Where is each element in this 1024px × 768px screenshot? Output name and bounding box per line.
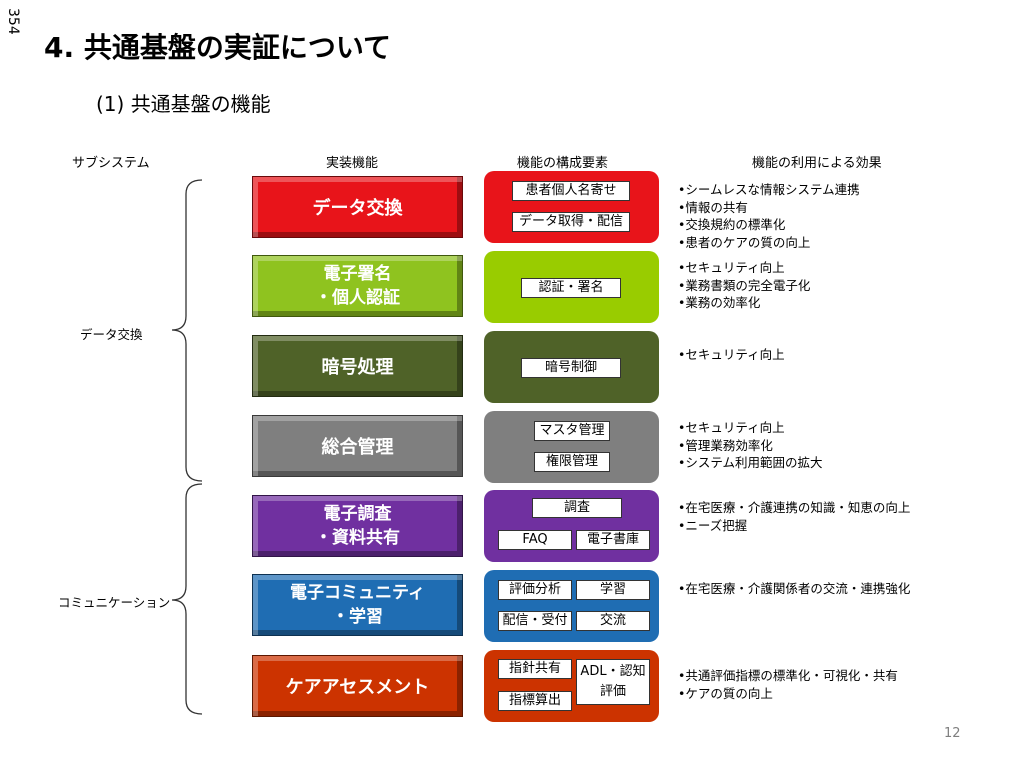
effects-e-survey: 在宅医療・介護連携の知識・知恵の向上 ニーズ把握 xyxy=(678,499,910,534)
feature-general-management: 総合管理 xyxy=(252,415,463,477)
effects-e-signature: セキュリティ向上 業務書類の完全電子化 業務の効率化 xyxy=(678,259,810,312)
subsystem-data-exchange: データ交換 xyxy=(80,327,143,342)
tag-adl-cognitive-evaluation: ADL・認知 評価 xyxy=(576,659,650,705)
effects-e-community: 在宅医療・介護関係者の交流・連携強化 xyxy=(678,580,910,598)
feature-label: ケアアセスメント xyxy=(285,677,430,698)
feature-label-line2: ・資料共有 xyxy=(315,528,400,548)
slide-subtitle: (1) 共通基盤の機能 xyxy=(96,92,271,116)
tag-delivery-reception: 配信・受付 xyxy=(498,611,572,631)
header-subsystem: サブシステム xyxy=(72,156,150,171)
feature-label-line1: 電子コミュニティ xyxy=(290,583,425,603)
tag-learning: 学習 xyxy=(576,580,650,600)
feature-data-exchange: データ交換 xyxy=(252,176,463,238)
effect-item: 業務書類の完全電子化 xyxy=(678,277,810,295)
tag-exchange: 交流 xyxy=(576,611,650,631)
tag-guideline-sharing: 指針共有 xyxy=(498,659,572,679)
header-feature: 実装機能 xyxy=(326,156,379,171)
feature-care-assessment: ケアアセスメント xyxy=(252,655,463,717)
header-components: 機能の構成要素 xyxy=(517,156,609,171)
tag-adl-line2: 評価 xyxy=(599,684,626,699)
header-effects: 機能の利用による効果 xyxy=(752,156,882,171)
effect-item: 情報の共有 xyxy=(678,199,860,217)
subsystem-brace xyxy=(171,179,203,715)
components-encryption: 暗号制御 xyxy=(484,331,659,403)
feature-encryption: 暗号処理 xyxy=(252,335,463,397)
effect-item: 在宅医療・介護関係者の交流・連携強化 xyxy=(678,580,910,598)
feature-label: 総合管理 xyxy=(321,437,394,458)
feature-label: データ交換 xyxy=(312,198,403,219)
components-care-assessment: 指針共有 指標算出 ADL・認知 評価 xyxy=(484,650,659,722)
tag-crypto-control: 暗号制御 xyxy=(521,358,621,378)
components-e-signature: 認証・署名 xyxy=(484,251,659,323)
feature-label-line2: ・学習 xyxy=(332,607,383,627)
tag-auth-signature: 認証・署名 xyxy=(521,278,621,298)
effects-care-assessment: 共通評価指標の標準化・可視化・共有 ケアの質の向上 xyxy=(678,667,898,702)
effect-item: ケアの質の向上 xyxy=(678,685,898,703)
tag-faq: FAQ xyxy=(498,530,572,550)
components-data-exchange: 患者個人名寄せ データ取得・配信 xyxy=(484,171,659,243)
tag-permission-management: 権限管理 xyxy=(534,452,610,472)
subsystem-communication: コミュニケーション xyxy=(58,595,171,610)
effect-item: 在宅医療・介護連携の知識・知恵の向上 xyxy=(678,499,910,517)
tag-patient-id-merge: 患者個人名寄せ xyxy=(512,181,630,201)
tag-survey: 調査 xyxy=(532,498,622,518)
feature-label: 暗号処理 xyxy=(321,357,394,378)
tag-evaluation-analysis: 評価分析 xyxy=(498,580,572,600)
effects-general-management: セキュリティ向上 管理業務効率化 システム利用範囲の拡大 xyxy=(678,419,823,472)
feature-label-line2: ・個人認証 xyxy=(315,288,400,308)
components-e-community: 評価分析 学習 配信・受付 交流 xyxy=(484,570,659,642)
effect-item: ニーズ把握 xyxy=(678,517,910,535)
slide-number: 12 xyxy=(944,726,961,741)
effect-item: 管理業務効率化 xyxy=(678,437,823,455)
effect-item: システム利用範囲の拡大 xyxy=(678,454,822,472)
effect-item: 共通評価指標の標準化・可視化・共有 xyxy=(678,667,898,685)
tag-indicator-calculation: 指標算出 xyxy=(498,691,572,711)
feature-e-signature: 電子署名 ・個人認証 xyxy=(252,255,463,317)
side-page-number: 354 xyxy=(5,8,21,35)
feature-e-community: 電子コミュニティ ・学習 xyxy=(252,574,463,636)
slide-title: 4. 共通基盤の実証について xyxy=(44,31,392,64)
effect-item: 業務の効率化 xyxy=(678,294,810,312)
components-general-management: マスタ管理 権限管理 xyxy=(484,411,659,483)
effects-encryption: セキュリティ向上 xyxy=(678,346,784,364)
tag-e-library: 電子書庫 xyxy=(576,530,650,550)
feature-e-survey: 電子調査 ・資料共有 xyxy=(252,495,463,557)
effect-item: セキュリティ向上 xyxy=(678,259,810,277)
effect-item: セキュリティ向上 xyxy=(678,346,784,364)
feature-label-line1: 電子署名 xyxy=(323,264,392,284)
effects-data-exchange: シームレスな情報システム連携 情報の共有 交換規約の標準化 患者のケアの質の向上 xyxy=(678,181,860,252)
tag-data-acquisition: データ取得・配信 xyxy=(512,212,630,232)
tag-master-management: マスタ管理 xyxy=(534,421,610,441)
effect-item: シームレスな情報システム連携 xyxy=(678,181,859,199)
effect-item: 交換規約の標準化 xyxy=(678,216,860,234)
tag-adl-line1: ADL・認知 xyxy=(580,664,646,679)
effect-item: セキュリティ向上 xyxy=(678,419,823,437)
effect-item: 患者のケアの質の向上 xyxy=(678,234,860,252)
components-e-survey: 調査 FAQ 電子書庫 xyxy=(484,490,659,562)
feature-label-line1: 電子調査 xyxy=(323,504,392,524)
